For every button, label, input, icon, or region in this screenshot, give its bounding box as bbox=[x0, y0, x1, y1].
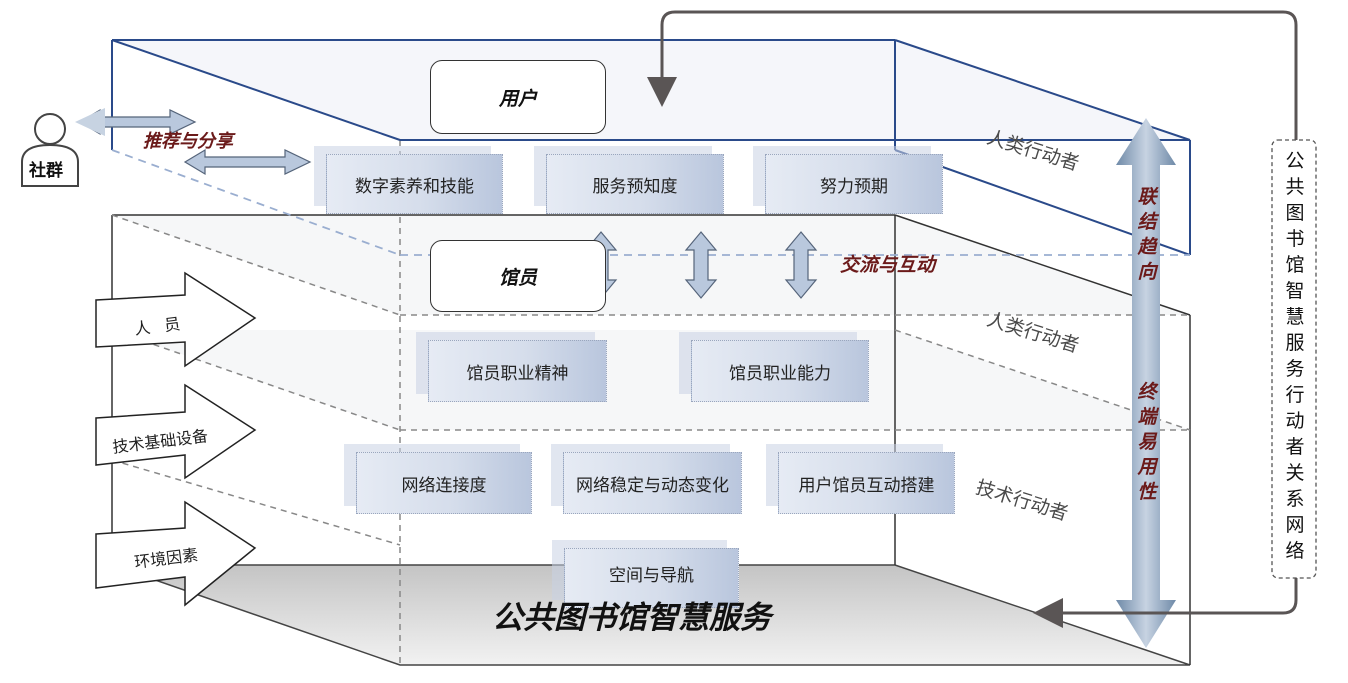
tech-attribute-label: 网络连接度 bbox=[401, 475, 487, 496]
librarian-role-label: 馆员 bbox=[498, 266, 537, 289]
librarian-attribute-box: 馆员职业能力 bbox=[691, 340, 869, 402]
layer-plane-tech bbox=[112, 330, 1190, 430]
exchange-interaction-label: 交流与互动 bbox=[840, 254, 936, 276]
user-attribute-label: 努力预期 bbox=[820, 176, 888, 197]
user-attribute-box: 数字素养和技能 bbox=[326, 154, 503, 214]
tech-attribute-label: 网络稳定与动态变化 bbox=[576, 475, 729, 496]
tech-attribute-box: 网络稳定与动态变化 bbox=[563, 452, 742, 514]
tech-attribute-box: 用户馆员互动搭建 bbox=[778, 452, 955, 514]
librarian-attribute-label: 馆员职业精神 bbox=[466, 363, 569, 384]
librarian-role-box: 馆员 bbox=[430, 240, 606, 312]
user-role-label: 用户 bbox=[498, 87, 537, 110]
user-attribute-box: 努力预期 bbox=[765, 154, 943, 214]
vertical-label-upper: 联结趋向 bbox=[1137, 186, 1157, 283]
user-attribute-label: 服务预知度 bbox=[592, 176, 678, 197]
loop-arrow-top bbox=[647, 10, 1298, 140]
factor-arrows bbox=[95, 271, 257, 607]
librarian-attribute-box: 馆员职业精神 bbox=[428, 340, 607, 402]
tech-attribute-label: 用户馆员互动搭建 bbox=[798, 475, 935, 496]
tech-attribute-label: 空间与导航 bbox=[609, 566, 694, 586]
vertical-label-lower: 终端易用性 bbox=[1137, 381, 1157, 503]
vertical-double-arrow bbox=[1116, 118, 1176, 648]
community-arrow-left bbox=[75, 108, 105, 136]
librarian-attribute-label: 馆员职业能力 bbox=[729, 363, 831, 384]
hidden-edges bbox=[111, 140, 1191, 665]
diagram-title: 公共图书馆智慧服务 bbox=[492, 600, 771, 636]
user-attribute-box: 服务预知度 bbox=[546, 154, 724, 214]
layer-plane-user bbox=[112, 40, 1190, 140]
side-label: 公共图书馆智慧服务行动者关系网络 bbox=[1285, 150, 1305, 562]
tech-cube bbox=[111, 214, 1191, 665]
tech-attribute-box: 空间与导航 bbox=[564, 548, 739, 608]
layer-plane-librarian bbox=[112, 215, 1190, 315]
loop-arrow-bottom bbox=[1033, 578, 1298, 628]
user-role-box: 用户 bbox=[430, 60, 606, 134]
tech-attribute-box: 网络连接度 bbox=[356, 452, 532, 514]
person-icon bbox=[21, 113, 79, 187]
community-label: 社群 bbox=[29, 161, 63, 181]
user-attribute-label: 数字素养和技能 bbox=[355, 176, 474, 197]
recommend-share-label: 推荐与分享 bbox=[143, 131, 233, 152]
side-label-box bbox=[1271, 139, 1317, 579]
